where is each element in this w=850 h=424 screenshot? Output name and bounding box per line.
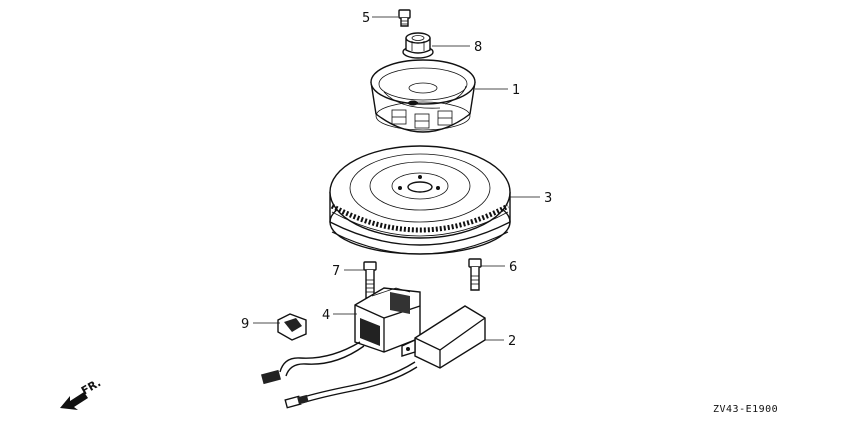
callout-1: 1 <box>512 83 520 98</box>
part-6-bolt <box>468 258 482 291</box>
part-9-clip <box>277 313 307 341</box>
front-direction-arrow-icon <box>60 392 88 410</box>
callout-2: 2 <box>508 334 516 349</box>
diagram-reference-code: ZV43-E1900 <box>713 404 778 415</box>
callout-7: 7 <box>332 264 340 279</box>
callout-8: 8 <box>474 40 482 55</box>
callout-6: 6 <box>509 260 517 275</box>
front-direction-label: FR. <box>79 376 103 397</box>
wire-harness <box>261 341 418 409</box>
part-3-flywheel <box>329 145 511 255</box>
callout-4: 4 <box>322 308 330 323</box>
callout-3: 3 <box>544 191 552 206</box>
part-4-exciter-coil <box>354 287 421 353</box>
callout-5: 5 <box>362 11 370 26</box>
callout-9: 9 <box>241 317 249 332</box>
part-8-nut <box>402 32 434 59</box>
part-5-bolt <box>398 9 411 27</box>
part-1-starter-pulley <box>370 59 476 133</box>
part-7-bolt <box>363 261 377 299</box>
leader-lines <box>253 16 540 341</box>
